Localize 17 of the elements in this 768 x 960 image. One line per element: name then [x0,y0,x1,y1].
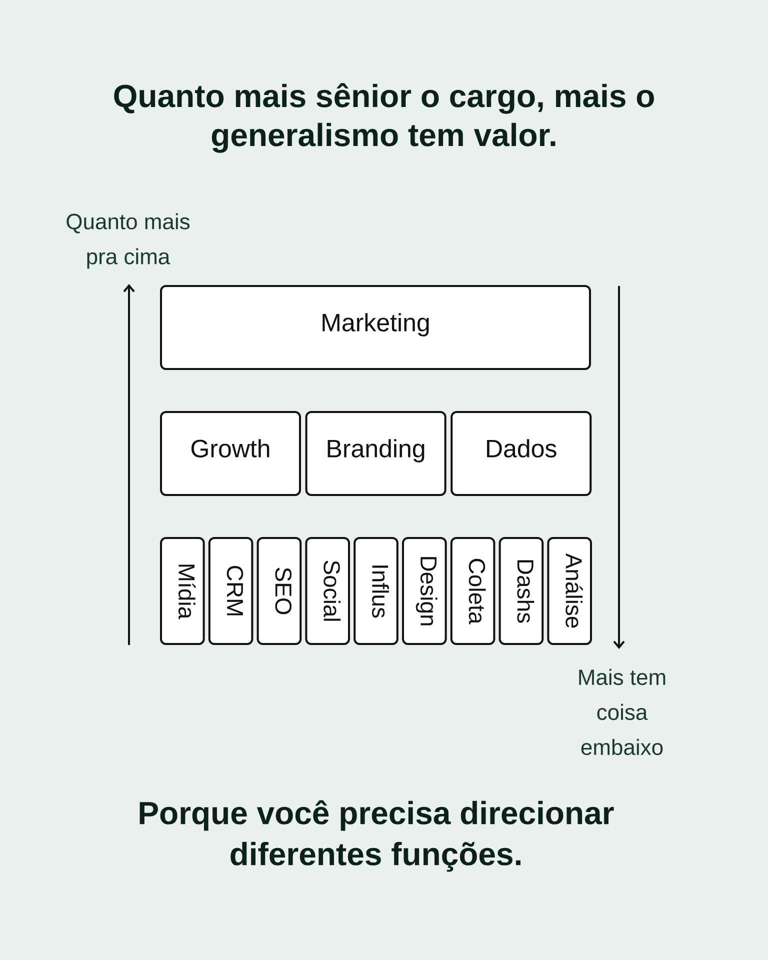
vertical-text-box: Dashs [498,537,544,645]
arrow-label: Mais tem coisa embaixo [579,668,666,756]
rounded-box: Marketing [160,284,591,370]
rounded-box: Dados [450,410,592,496]
vertical-text-box: SEO [256,537,302,645]
vertical-text-box: Social [305,537,350,645]
vertical-text-box: CRM [208,537,254,645]
rounded-box: Growth [160,410,301,496]
arrow-label: Quanto mais pra cima [66,213,190,269]
vertical-text-box: Influs [354,537,398,645]
title: Quanto mais sênior o cargo, mais o generalismo tem valor. [114,83,654,153]
rounded-box: Branding [305,410,446,496]
vertical-text-box: Design [402,537,447,645]
caption: Porque você precisa direcionar diferentes funções. [140,800,614,872]
vertical-text-box: Análise [547,537,592,645]
vertical-text-box: Coleta [450,537,496,645]
vertical-text-box: Mídia [160,537,205,645]
